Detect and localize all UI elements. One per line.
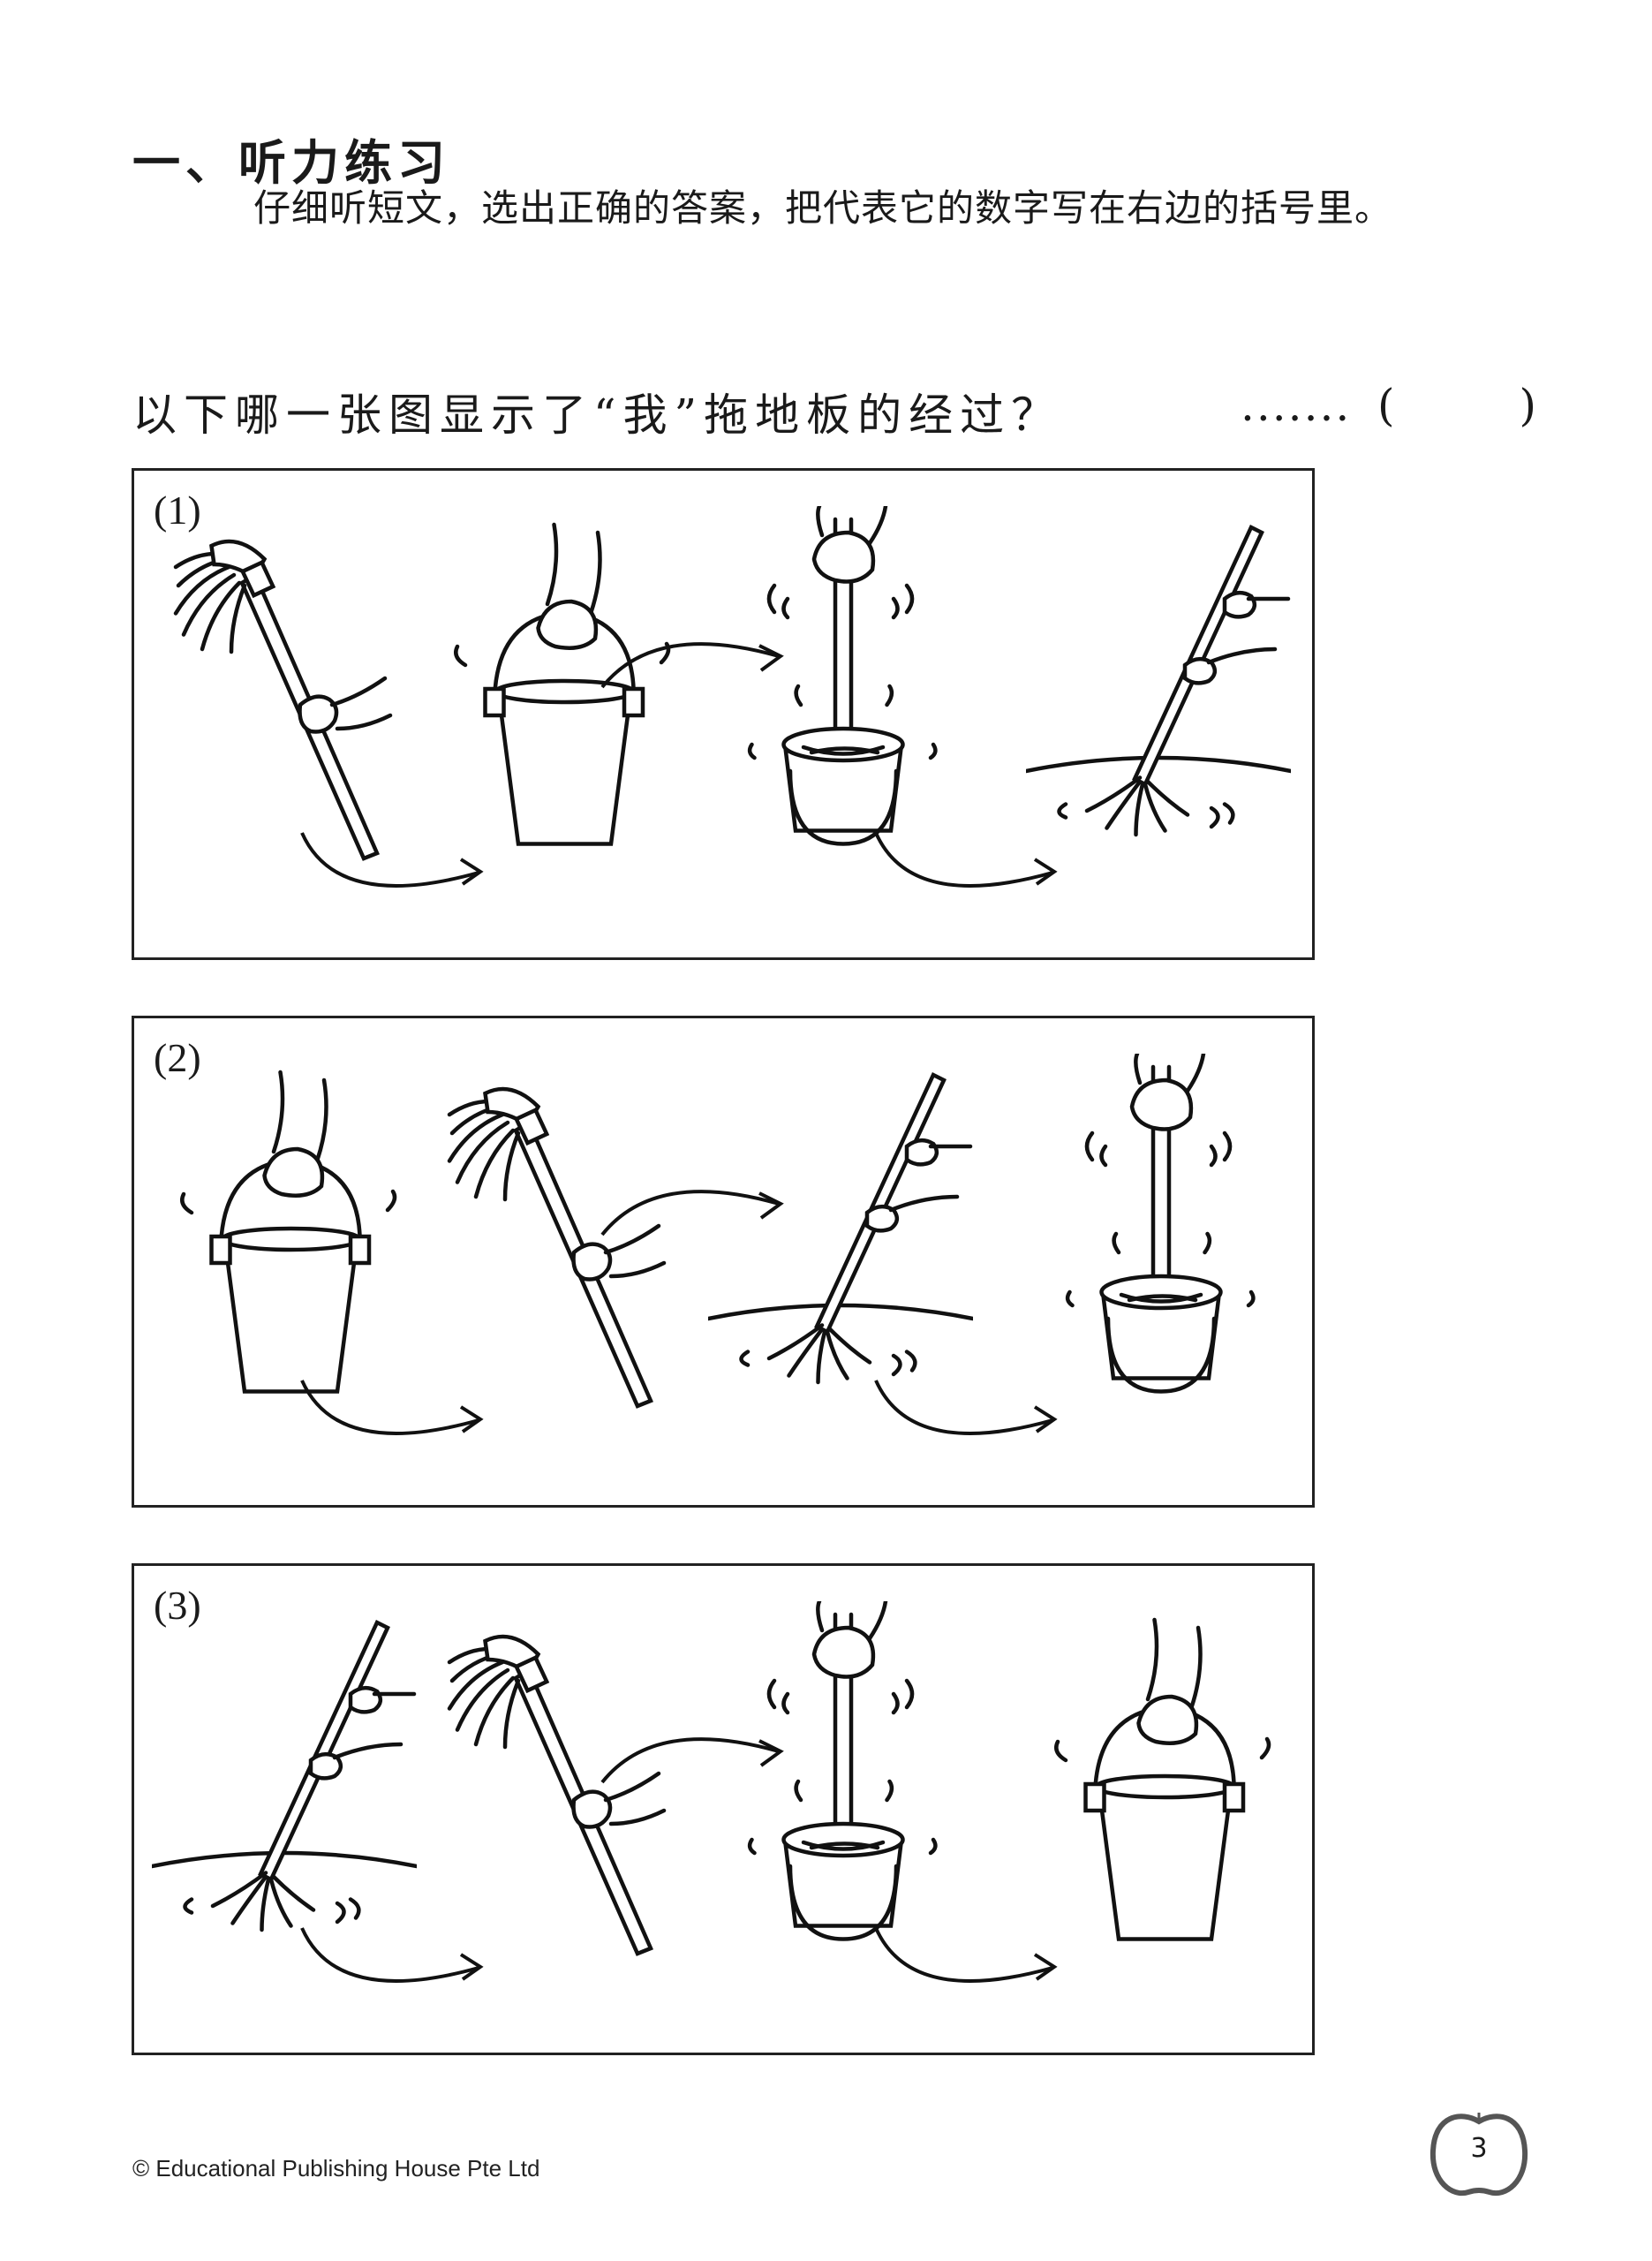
mopping-floor-icon — [1026, 506, 1291, 877]
mop-held-icon — [152, 506, 417, 877]
option-label: (1) — [154, 488, 201, 533]
sequence-arrow-icon — [867, 1372, 1061, 1451]
question-text: 以下哪一张图显示了“我”拖地板的经过？ — [132, 389, 1063, 441]
close-paren: ) — [1519, 380, 1536, 431]
apple-icon — [1429, 2113, 1528, 2197]
instruction-text: 仔细听短文，选出正确的答案，把代表它的数字写在右边的括号里。 — [253, 186, 1393, 230]
bucket-carry-icon — [1026, 1601, 1291, 1972]
option-panel-3: (3) — [132, 1563, 1315, 2055]
sequence-arrow-icon — [293, 824, 487, 904]
sequence-arrow-icon — [593, 1716, 788, 1796]
open-paren: ( — [1377, 380, 1395, 431]
sequence-arrow-icon — [293, 1372, 487, 1451]
sequence-arrow-icon — [293, 1919, 487, 1999]
option-panel-1: (1) — [132, 468, 1315, 960]
sequence-arrow-icon — [593, 1168, 788, 1248]
option-label: (3) — [154, 1583, 201, 1628]
section-title: 一、听力练习 — [132, 135, 450, 191]
option-label: (2) — [154, 1035, 201, 1080]
sequence-arrow-icon — [867, 1919, 1061, 1999]
bucket-carry-icon — [152, 1054, 417, 1425]
copyright-footer: © Educational Publishing House Pte Ltd — [132, 2155, 540, 2182]
sequence-arrow-icon — [867, 824, 1061, 904]
mop-wring-icon — [1026, 1054, 1291, 1425]
option-panel-2: (2) — [132, 1016, 1315, 1508]
sequence-arrow-icon — [593, 621, 788, 700]
question-leader-dots: ....... — [1241, 380, 1352, 431]
mopping-floor-icon — [152, 1601, 417, 1972]
answer-blank[interactable]: ( ) — [1377, 380, 1536, 431]
page-number: 3 — [1470, 2133, 1488, 2164]
